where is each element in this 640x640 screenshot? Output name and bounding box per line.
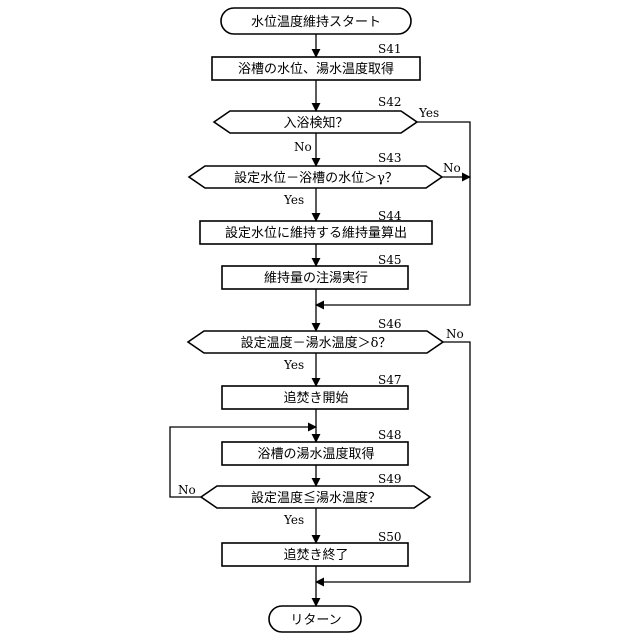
decision-s43-label: 設定水位－浴槽の水位＞γ？ xyxy=(234,170,398,186)
decision-s42-label: 入浴検知？ xyxy=(283,115,348,131)
decision-s46-label: 設定温度－湯水温度＞δ？ xyxy=(241,335,392,351)
process-s45-label: 維持量の注湯実行 xyxy=(264,270,368,286)
step-id-s48: S48 xyxy=(378,428,402,442)
decision-s42-no-label: No xyxy=(294,140,312,154)
decision-s46-yes-label: Yes xyxy=(283,358,304,372)
end-label: リターン xyxy=(290,613,341,628)
start-label: 水位温度維持スタート xyxy=(251,14,381,30)
step-id-s45: S45 xyxy=(378,253,402,267)
process-s44-label: 設定水位に維持する維持量算出 xyxy=(225,225,407,241)
decision-s49-label: 設定温度≦湯水温度？ xyxy=(251,490,381,506)
decision-s49-yes-label: Yes xyxy=(283,513,304,527)
decision-s43-no-label: No xyxy=(443,161,461,175)
process-s41-label: 浴槽の水位、湯水温度取得 xyxy=(238,61,394,77)
decision-s46-no-label: No xyxy=(446,327,464,341)
step-id-s43: S43 xyxy=(378,151,402,165)
step-id-s42: S42 xyxy=(378,95,402,109)
decision-s43-yes-label: Yes xyxy=(283,193,304,207)
process-s47-label: 追焚き開始 xyxy=(283,390,348,406)
process-s48-label: 浴槽の湯水温度取得 xyxy=(257,446,374,462)
step-id-s47: S47 xyxy=(378,373,402,387)
process-s50-label: 追焚き終了 xyxy=(283,547,348,563)
step-id-s49: S49 xyxy=(378,472,402,486)
step-id-s46: S46 xyxy=(378,317,402,331)
step-id-s50: S50 xyxy=(378,530,402,544)
step-id-s41: S41 xyxy=(378,42,402,56)
decision-s42-yes-label: Yes xyxy=(418,106,439,120)
decision-s49-no-label: No xyxy=(178,483,196,497)
